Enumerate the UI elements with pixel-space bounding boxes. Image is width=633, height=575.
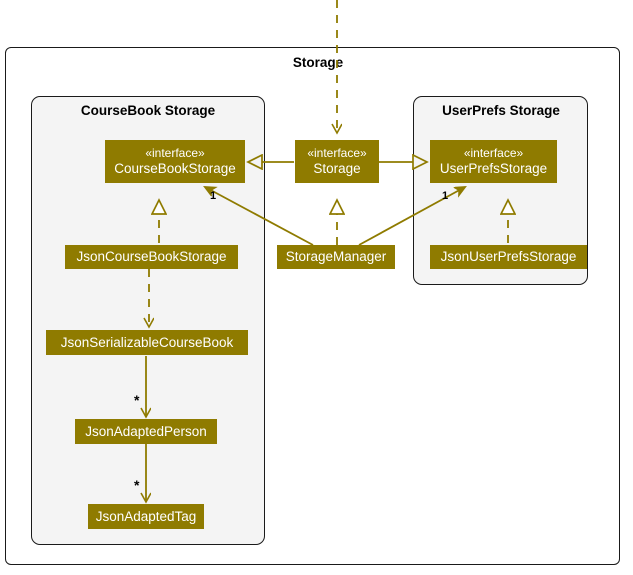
class-storagemanager[interactable]: StorageManager — [277, 245, 395, 269]
class-coursebookstorage[interactable]: «interface» CourseBookStorage — [105, 140, 245, 183]
class-storage-name: Storage — [313, 161, 361, 176]
class-jsonadaptedtag[interactable]: JsonAdaptedTag — [88, 504, 204, 529]
multiplicity-person-tag: * — [134, 477, 140, 493]
class-storage[interactable]: «interface» Storage — [295, 140, 379, 183]
class-userprefsstorage[interactable]: «interface» UserPrefsStorage — [430, 140, 557, 183]
package-userprefs-storage-title: UserPrefs Storage — [442, 103, 560, 118]
multiplicity-serializable-person: * — [134, 392, 140, 408]
class-coursebookstorage-stereotype: «interface» — [145, 146, 205, 160]
multiplicity-storagemanager-coursebookstorage: 1 — [210, 190, 217, 202]
class-jsonuserprefsstorage-name: JsonUserPrefsStorage — [440, 249, 577, 264]
class-jsonuserprefsstorage[interactable]: JsonUserPrefsStorage — [430, 245, 587, 269]
class-jsoncoursebookstorage-name: JsonCourseBookStorage — [76, 249, 227, 264]
class-jsonadaptedperson-name: JsonAdaptedPerson — [85, 423, 207, 439]
class-jsonadaptedtag-name: JsonAdaptedTag — [95, 508, 197, 524]
class-storage-stereotype: «interface» — [307, 146, 367, 160]
class-userprefsstorage-stereotype: «interface» — [463, 146, 524, 160]
multiplicity-storagemanager-userprefsstorage: 1 — [442, 190, 449, 202]
class-jsonserializablecoursebook[interactable]: JsonSerializableCourseBook — [46, 330, 248, 355]
class-jsoncoursebookstorage[interactable]: JsonCourseBookStorage — [65, 245, 238, 269]
class-storagemanager-name: StorageManager — [285, 249, 387, 264]
class-jsonserializablecoursebook-name: JsonSerializableCourseBook — [60, 334, 234, 350]
package-storage-title: Storage — [292, 55, 344, 70]
class-jsonadaptedperson[interactable]: JsonAdaptedPerson — [75, 419, 217, 444]
package-coursebook-storage-title: CourseBook Storage — [80, 103, 216, 118]
class-userprefsstorage-name: UserPrefsStorage — [439, 161, 548, 176]
class-coursebookstorage-name: CourseBookStorage — [114, 161, 236, 176]
